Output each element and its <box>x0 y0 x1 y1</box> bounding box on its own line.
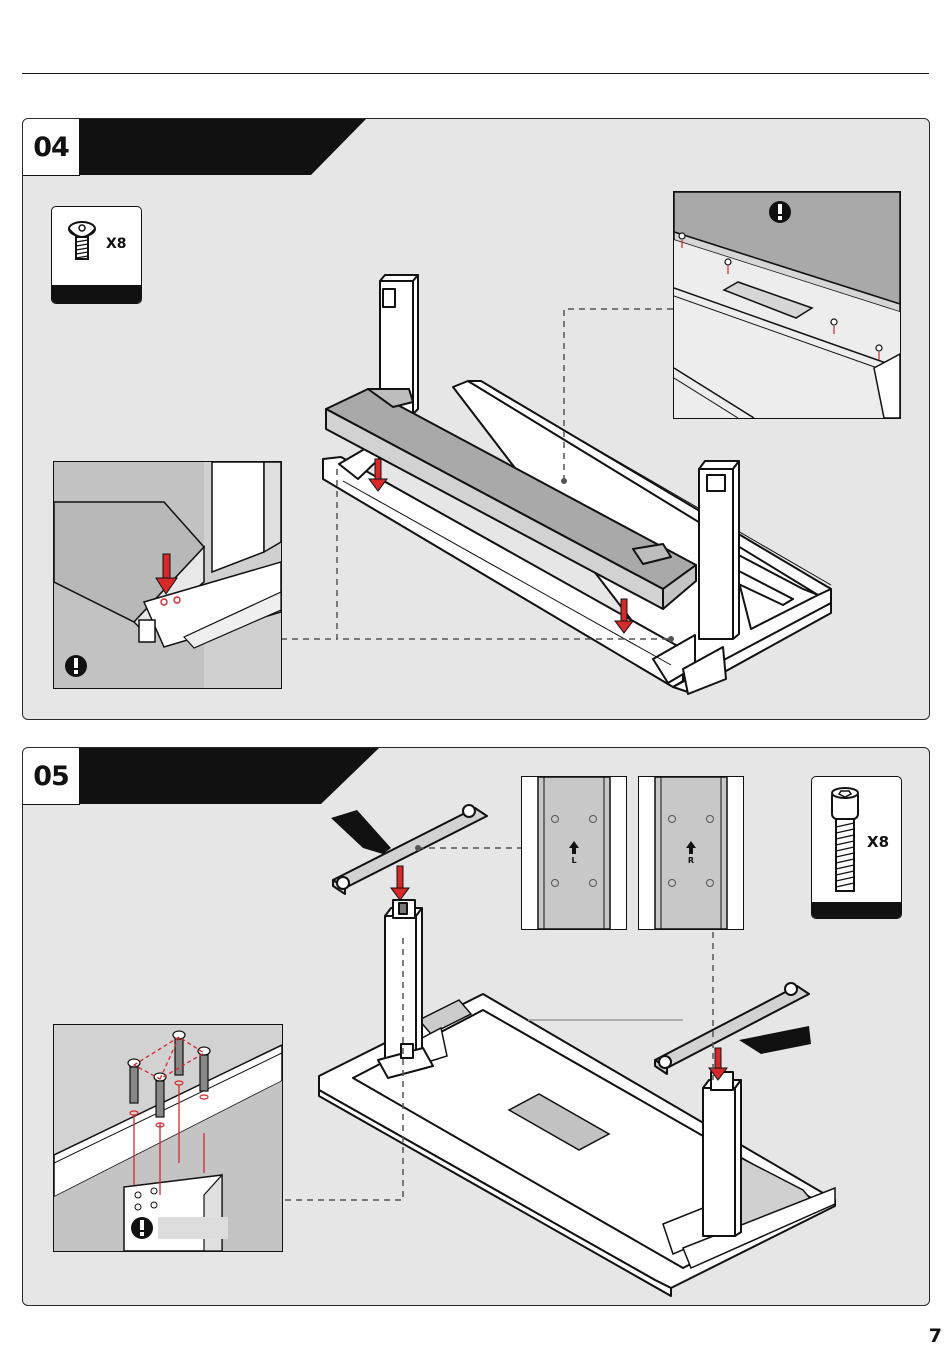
hand-icon <box>739 1026 811 1054</box>
plate-label-left: L <box>571 856 576 865</box>
detail-inset-beam <box>673 191 901 419</box>
detail-inset-bolts <box>53 1024 283 1252</box>
plate-detail-left: L <box>521 776 627 930</box>
exclamation-icon <box>769 201 791 223</box>
page-number: 7 <box>929 1325 942 1347</box>
header-rule <box>22 73 929 74</box>
hand-icon <box>331 810 391 854</box>
step-04-panel: 04 X8 <box>22 118 930 720</box>
exclamation-icon <box>65 655 87 677</box>
exclamation-icon <box>131 1217 153 1239</box>
plate-detail-right: R <box>638 776 744 930</box>
red-arrow-icon <box>391 866 409 900</box>
step-05-panel: 05 X8 <box>22 747 930 1306</box>
detail-inset-leg <box>53 461 282 689</box>
plate-label-right: R <box>688 856 694 865</box>
